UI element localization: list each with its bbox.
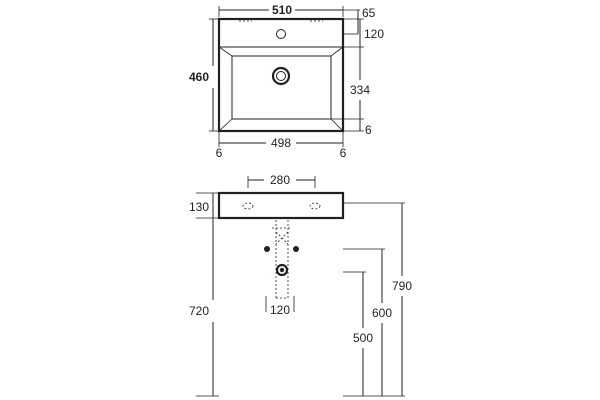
dim-floor-to-top-label: 790: [392, 279, 412, 293]
basin-front-outline: [217, 191, 345, 220]
waste-pipe-inner: [279, 267, 285, 273]
waste-outlet-inner: [276, 71, 286, 81]
dim-front-rim-label: 6: [365, 123, 372, 137]
bowl-bevel-tl: [218, 46, 233, 57]
basin-outline: [217, 17, 345, 133]
basin-plan-view: [217, 17, 345, 133]
dim-right-rim-label: 6: [340, 146, 347, 160]
plan-dimension-labels: 510 460 65 120 334 6 6 498 6: [189, 3, 384, 160]
waste-outlet-outer: [271, 66, 291, 86]
dim-basin-height-label: 130: [189, 200, 209, 214]
dim-floor-to-basin-label: 720: [189, 304, 209, 318]
tap-hole: [276, 29, 286, 39]
bowl-bevel-bl: [218, 118, 233, 132]
dim-overall-width-label: 510: [272, 3, 292, 17]
fixing-hole-right: [309, 202, 321, 210]
wall-fixing-left: [264, 246, 270, 252]
plan-dimension-lines: [209, 6, 364, 147]
bowl-bevel-tr: [330, 46, 344, 57]
bowl-outline: [231, 55, 332, 120]
dim-floor-to-waste-label: 500: [353, 331, 373, 345]
waste-pipe-outer: [275, 263, 289, 277]
dim-left-rim-label: 6: [216, 146, 223, 160]
dim-tap-ledge-label: 65: [362, 6, 376, 20]
bowl-bevel-br: [330, 118, 344, 132]
front-dimension-labels: 280 130 720 120 790 600 500: [189, 173, 412, 345]
dim-fixing-centres-label: 280: [270, 173, 290, 187]
dim-overall-depth-label: 460: [189, 70, 209, 84]
dim-trap-width-label: 120: [270, 303, 290, 317]
dim-back-ledge-label: 120: [364, 27, 384, 41]
wall-fixing-right: [293, 246, 299, 252]
front-dimension-lines: [196, 176, 405, 397]
dim-bowl-width-label: 498: [271, 136, 291, 150]
dim-floor-to-fixing-label: 600: [372, 306, 392, 320]
trap-bend-b: [275, 231, 289, 245]
basin-front-view: [217, 191, 345, 299]
fixing-hole-left: [242, 202, 254, 210]
dim-bowl-depth-label: 334: [350, 83, 370, 97]
